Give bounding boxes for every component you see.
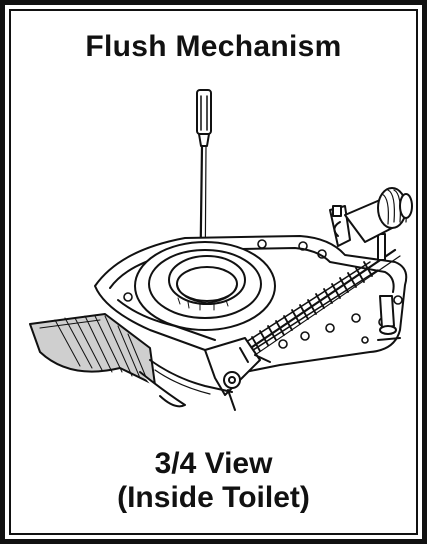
caption-location: (Inside Toilet): [117, 481, 310, 514]
linkage-bracket: [204, 337, 271, 411]
flapper-seal: [29, 313, 186, 408]
bolt-holes: [123, 239, 403, 349]
caption-view: 3/4 View: [154, 447, 273, 480]
seal-ring: [134, 241, 276, 331]
support-leg: [377, 295, 401, 341]
actuator-rod: [228, 205, 401, 369]
inlet-fitting: [344, 187, 413, 243]
inner-border: [9, 9, 418, 535]
figure-title: Flush Mechanism: [85, 30, 342, 63]
